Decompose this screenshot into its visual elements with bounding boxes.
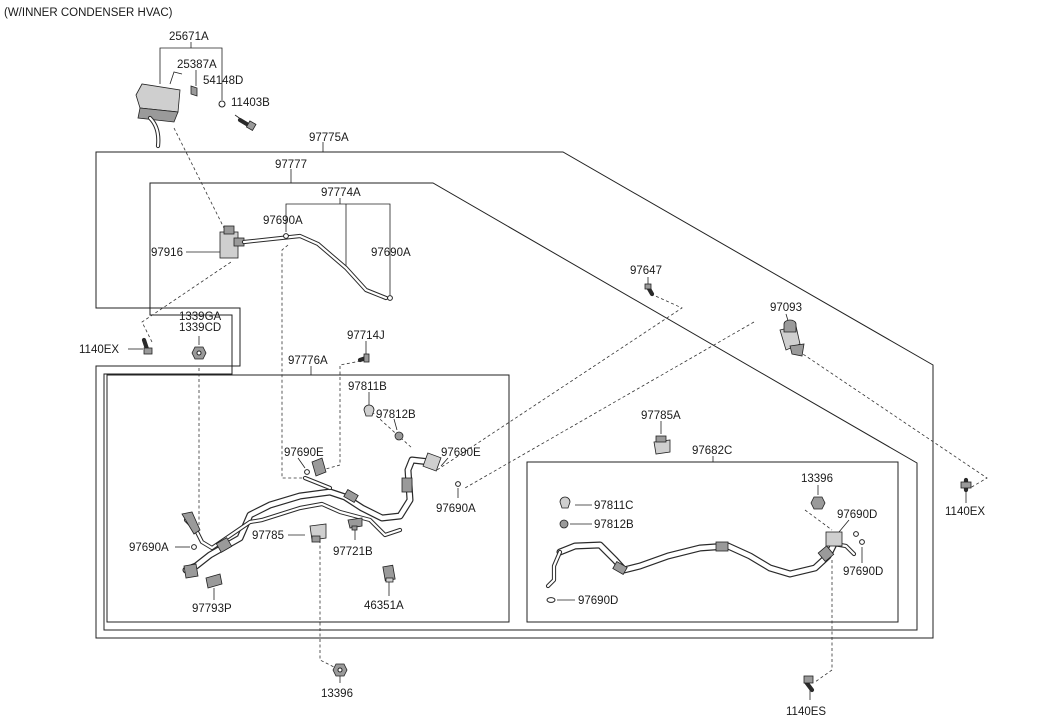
label-97690a-top-right: 97690A [371, 247, 411, 259]
label-97785a: 97785A [641, 410, 681, 422]
fitting-97690a-left [181, 511, 201, 579]
receiver-drier-part [135, 71, 183, 149]
clip-97785a [653, 435, 671, 455]
bolt-1140ex-right [960, 477, 972, 493]
label-97812b-right: 97812B [594, 519, 634, 531]
label-97690d-top: 97690D [837, 509, 877, 521]
label-25387a: 25387A [177, 59, 217, 71]
dashed-connectors [141, 127, 988, 683]
label-97793p: 97793P [192, 603, 232, 615]
bolt-97647 [644, 283, 655, 297]
cap-97812b [394, 431, 404, 441]
label-97690e-left: 97690E [284, 447, 324, 459]
label-97690a-bottom-left: 97690A [129, 542, 169, 554]
label-97916: 97916 [151, 247, 183, 259]
frame-97682c [526, 461, 899, 623]
nut-1339ga [191, 346, 207, 360]
label-13396-upper: 13396 [801, 473, 833, 485]
label-1339ga: 1339GA [179, 311, 222, 323]
label-97647: 97647 [630, 265, 662, 277]
o-ring-97690e [304, 457, 327, 477]
frame-97775a [95, 151, 934, 639]
label-97690d-bottom: 97690D [578, 595, 618, 607]
cap-97811c [559, 496, 571, 509]
label-97812b: 97812B [376, 409, 416, 421]
o-ring-97690a-right [455, 481, 461, 487]
cap-97812b-right [559, 519, 569, 529]
label-97775a: 97775A [309, 132, 349, 144]
bolt-11403b [237, 117, 257, 132]
label-97721b: 97721B [333, 546, 373, 558]
nut-13396-upper [810, 496, 826, 510]
cap-97811b [363, 404, 375, 417]
bolt-1140es [803, 675, 815, 693]
o-ring-54148d [218, 100, 226, 108]
label-54148d: 54148D [203, 75, 243, 87]
label-97776a: 97776A [288, 355, 328, 367]
label-97690d-right: 97690D [843, 566, 883, 578]
diagram-title: (W/INNER CONDENSER HVAC) [4, 7, 173, 19]
frame-97777 [103, 182, 918, 631]
label-1140es: 1140ES [786, 706, 826, 718]
label-13396-lower: 13396 [321, 688, 353, 700]
part-labels: 25671A 25387A 54148D 11403B 97775A 97777… [79, 31, 985, 718]
label-97682c: 97682C [692, 445, 732, 457]
clip-25387a [190, 85, 198, 97]
label-97811c: 97811C [594, 500, 633, 512]
bolt-1140ex-left [141, 337, 153, 355]
hose-97682c [545, 531, 857, 589]
inner-condenser-part [219, 225, 245, 259]
bracket-97721b [347, 517, 363, 531]
label-97811b: 97811B [348, 381, 387, 393]
o-ring-97690d-left [546, 597, 556, 603]
label-97690e-right: 97690E [441, 447, 481, 459]
label-97774a: 97774A [321, 187, 361, 199]
label-1140ex-right: 1140EX [945, 506, 985, 518]
nut-13396-lower [332, 663, 348, 677]
label-97690a-top-left: 97690A [263, 215, 303, 227]
bolt-97714j [357, 353, 370, 363]
label-1339cd: 1339CD [179, 322, 221, 334]
pipe-97774a [241, 233, 393, 301]
label-97093: 97093 [770, 302, 802, 314]
label-97690a-mid-right: 97690A [436, 503, 476, 515]
clip-97793p [205, 573, 223, 589]
label-97714j: 97714J [347, 330, 385, 342]
label-97777: 97777 [275, 159, 307, 171]
valve-46351a [382, 564, 396, 583]
label-11403b: 11403B [231, 97, 270, 109]
o-ring-97690d-right [853, 531, 865, 545]
bracket-97093 [779, 319, 805, 357]
frame-97776a [106, 374, 510, 623]
label-1140ex-left: 1140EX [79, 344, 119, 356]
label-46351a: 46351A [364, 600, 404, 612]
clip-97785 [309, 523, 327, 543]
label-97785: 97785 [252, 530, 284, 542]
hose-97776a [182, 452, 442, 574]
label-25671a: 25671A [169, 31, 209, 43]
